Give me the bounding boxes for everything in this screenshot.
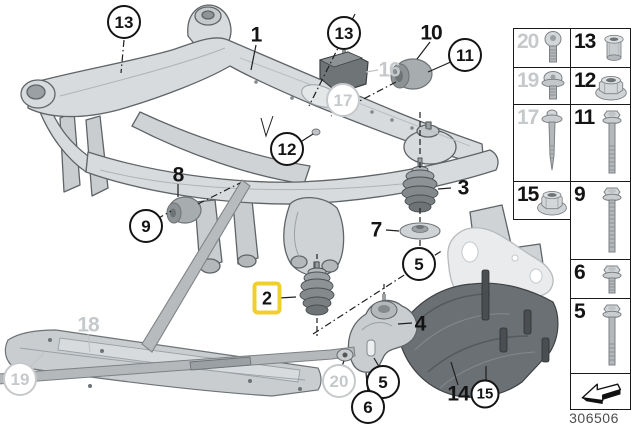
callout-2-highlighted[interactable]: 2 — [252, 281, 282, 315]
callout-14[interactable]: 14 — [447, 382, 469, 406]
rubber-mount-16 — [318, 50, 369, 94]
left-bushing-core — [26, 84, 46, 100]
bracket-4 — [347, 294, 418, 373]
bolt-12-target — [311, 128, 321, 136]
fastener-cell-13[interactable]: 13 — [570, 28, 631, 68]
direction-arrow-icon — [581, 383, 622, 404]
callout-16-muted[interactable]: 16 — [378, 58, 400, 82]
callout-17-muted[interactable]: 17 — [326, 83, 360, 117]
document-number: 306506 — [569, 410, 619, 426]
callout-3[interactable]: 3 — [457, 176, 470, 200]
fastener-cell-12[interactable]: 12 — [570, 68, 631, 105]
fastener-label: 11 — [574, 106, 595, 129]
fastener-label: 17 — [517, 106, 539, 129]
hex-flange-bolt-icon — [602, 304, 622, 366]
fastener-label: 15 — [517, 183, 539, 206]
callout-6[interactable]: 6 — [351, 390, 385, 424]
fastener-label: 5 — [574, 300, 586, 323]
callout-18-muted[interactable]: 18 — [77, 313, 99, 337]
callout-4[interactable]: 4 — [414, 312, 427, 336]
fastener-label: 19 — [517, 69, 539, 92]
rubber-mount-2 — [299, 261, 335, 316]
callout-12[interactable]: 12 — [270, 132, 304, 166]
rubber-mount-3 — [401, 157, 439, 213]
top-bushing-bolt — [201, 10, 215, 20]
fastener-label: 12 — [574, 69, 596, 92]
fastener-cell-19[interactable]: 19 — [513, 68, 570, 105]
callout-11[interactable]: 11 — [448, 38, 482, 72]
long-stud-bolt-icon — [541, 109, 563, 171]
tower-ear — [321, 259, 339, 273]
hex-flange-bolt-icon — [602, 187, 622, 253]
flange-nut-icon — [537, 191, 567, 216]
callout-8[interactable]: 8 — [172, 163, 185, 187]
brace-bar-18 — [141, 179, 251, 353]
fastener-cell-20[interactable]: 20 — [513, 28, 570, 68]
callout-15[interactable]: 15 — [470, 379, 500, 409]
fastener-cell-17[interactable]: 17 — [513, 105, 570, 182]
callout-13b[interactable]: 13 — [327, 16, 361, 50]
callout-1[interactable]: 1 — [250, 23, 263, 47]
direction-arrow-box[interactable] — [570, 374, 631, 410]
skid-plate-14 — [397, 269, 559, 399]
fastener-cell-5[interactable]: 5 — [570, 299, 631, 374]
fastener-cell-11[interactable]: 11 — [570, 105, 631, 182]
fastener-table-right-column: 13 12 11 — [570, 28, 631, 410]
flange-screw-icon — [541, 71, 565, 100]
stud — [425, 121, 432, 130]
bushing-8 — [166, 196, 202, 224]
flange-nut-icon — [595, 75, 627, 101]
hex-flange-bolt-icon — [602, 110, 622, 174]
fastener-label: 13 — [574, 30, 596, 53]
callout-9[interactable]: 9 — [129, 209, 163, 243]
callout-19-muted[interactable]: 19 — [3, 362, 37, 396]
stabilizer-bar — [0, 346, 356, 385]
rivet-nut-icon — [604, 34, 624, 61]
fastener-cell-15[interactable]: 15 — [513, 182, 570, 220]
callout-5a[interactable]: 5 — [402, 247, 436, 281]
callout-13a[interactable]: 13 — [107, 5, 141, 39]
callout-10[interactable]: 10 — [420, 21, 442, 45]
fastener-table-left-column: 20 19 17 — [513, 28, 570, 220]
callout-7[interactable]: 7 — [370, 218, 383, 242]
fastener-label: 6 — [574, 261, 586, 284]
bushing-eye — [237, 254, 257, 268]
hex-flange-bolt-short-icon — [602, 265, 622, 294]
fastener-label: 9 — [574, 183, 586, 206]
fastener-cell-9[interactable]: 9 — [570, 182, 631, 260]
pan-head-bolt-icon — [544, 31, 562, 63]
fastener-label: 20 — [517, 30, 539, 53]
washer-7 — [399, 222, 441, 240]
frame-fin — [232, 199, 259, 265]
tower-ear — [290, 255, 308, 269]
fastener-cell-6[interactable]: 6 — [570, 260, 631, 299]
callout-20-muted[interactable]: 20 — [322, 364, 356, 398]
